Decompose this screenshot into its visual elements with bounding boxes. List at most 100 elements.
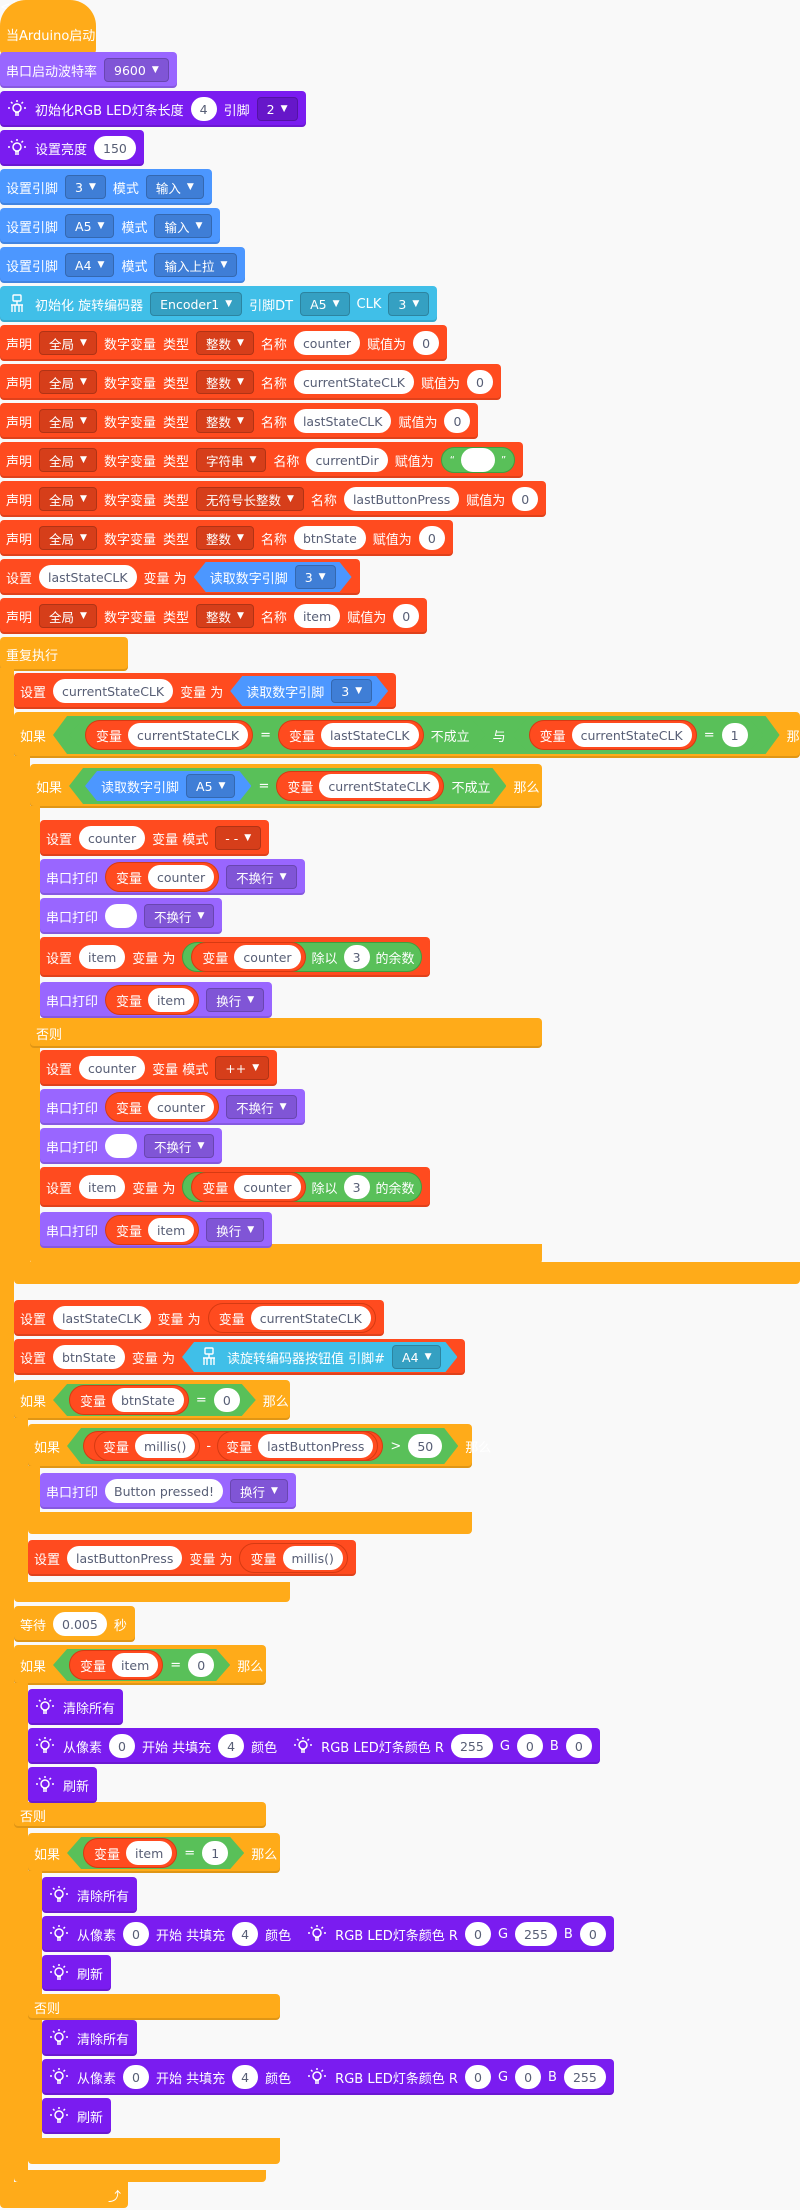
scope-dropdown[interactable]: 全局▼ <box>39 487 97 511</box>
value-input[interactable]: 1 <box>202 1841 228 1865</box>
text-input[interactable]: Button pressed! <box>105 1479 224 1503</box>
scope-dropdown[interactable]: 全局▼ <box>39 370 97 394</box>
var-name-input[interactable]: item <box>148 988 195 1012</box>
start-pixel-input[interactable]: 0 <box>109 1734 136 1758</box>
var-name-input[interactable]: lastButtonPress <box>343 487 460 511</box>
var-name-input[interactable]: lastStateCLK <box>293 409 392 433</box>
green-input[interactable]: 255 <box>515 1922 557 1946</box>
var-name-input[interactable]: lastStateCLK <box>39 565 137 589</box>
var-name-input[interactable]: counter <box>79 1056 146 1080</box>
red-input[interactable]: 255 <box>450 1734 493 1758</box>
pin-mode-block-1[interactable]: 设置引脚 3▼ 模式 输入▼ <box>0 169 212 205</box>
var-name-input[interactable]: btnState <box>53 1345 125 1369</box>
value-input[interactable]: 50 <box>408 1434 442 1458</box>
serial-begin-block[interactable]: 串口启动波特率 9600▼ <box>0 52 177 88</box>
var-name-input[interactable]: currentStateCLK <box>53 679 174 703</box>
var-name-input[interactable]: counter <box>234 1175 301 1199</box>
serial-print-empty-block[interactable]: 串口打印 不换行▼ <box>40 1128 223 1164</box>
led-fill-blue-block[interactable]: 从像素 0 开始 共填充 4 颜色 RGB LED灯条颜色 R 0 G 0 B … <box>42 2059 614 2095</box>
text-input[interactable] <box>105 1134 138 1158</box>
value-input[interactable]: 0 <box>413 331 440 355</box>
pin-dropdown[interactable]: 3▼ <box>65 175 106 199</box>
var-name-input[interactable]: currentStateCLK <box>250 1306 371 1330</box>
var-name-input[interactable]: lastButtonPress <box>67 1546 183 1570</box>
newline-dropdown[interactable]: 不换行▼ <box>144 904 215 928</box>
pin-dropdown[interactable]: A4▼ <box>392 1345 441 1369</box>
mode-dropdown[interactable]: 输入▼ <box>145 175 204 199</box>
string-literal-block[interactable]: “” <box>440 447 516 473</box>
set-laststateclk-block[interactable]: 设置 lastStateCLK 变量 为 读取数字引脚 3▼ <box>0 559 360 595</box>
arduino-start-hat-block[interactable]: 当Arduino启动 <box>0 0 96 54</box>
fill-count-input[interactable]: 4 <box>232 1922 259 1946</box>
wait-block[interactable]: 等待 0.005 秒 <box>14 1606 135 1642</box>
declare-counter-block[interactable]: 声明 全局▼ 数字变量 类型 整数▼ 名称 counter 赋值为 0 <box>0 325 448 361</box>
fill-count-input[interactable]: 4 <box>218 1734 245 1758</box>
start-pixel-input[interactable]: 0 <box>123 2065 150 2089</box>
mode-dropdown[interactable]: 输入上拉▼ <box>154 253 238 277</box>
green-input[interactable]: 0 <box>515 2065 542 2089</box>
scope-dropdown[interactable]: 全局▼ <box>39 526 97 550</box>
digital-read-block[interactable]: 读取数字引脚 3▼ <box>230 676 388 706</box>
scope-dropdown[interactable]: 全局▼ <box>39 448 97 472</box>
var-name-input[interactable]: currentDir <box>306 448 388 472</box>
declare-currentdir-block[interactable]: 声明 全局▼ 数字变量 类型 字符串▼ 名称 currentDir 赋值为 “” <box>0 442 524 478</box>
declare-btnstate-block[interactable]: 声明 全局▼ 数字变量 类型 整数▼ 名称 btnState 赋值为 0 <box>0 520 453 556</box>
text-input[interactable] <box>105 904 138 928</box>
counter-increment-block[interactable]: 设置 counter 变量 模式 ++▼ <box>40 1050 278 1086</box>
blue-input[interactable]: 0 <box>579 1922 606 1946</box>
var-name-input[interactable]: currentStateCLK <box>128 723 248 747</box>
digital-read-block[interactable]: 读取数字引脚 A5▼ <box>85 771 251 801</box>
red-input[interactable]: 0 <box>464 1922 491 1946</box>
fill-count-input[interactable]: 4 <box>232 2065 259 2089</box>
divisor-input[interactable]: 3 <box>343 1175 370 1199</box>
type-dropdown[interactable]: 无符号长整数▼ <box>195 487 304 511</box>
var-name-input[interactable]: lastButtonPress <box>258 1434 373 1458</box>
value-input[interactable]: 1 <box>722 723 748 747</box>
led-fill-green-block[interactable]: 从像素 0 开始 共填充 4 颜色 RGB LED灯条颜色 R 0 G 255 … <box>42 1916 614 1952</box>
read-encoder-button-block[interactable]: 读旋转编码器按钮值 引脚# A4▼ <box>182 1342 457 1372</box>
serial-print-button-block[interactable]: 串口打印 Button pressed! 换行▼ <box>40 1473 296 1509</box>
blue-input[interactable]: 0 <box>565 1734 592 1758</box>
newline-dropdown[interactable]: 换行▼ <box>206 1218 265 1242</box>
pin-dropdown[interactable]: 3▼ <box>331 679 372 703</box>
encoder-dt-dropdown[interactable]: A5▼ <box>300 292 350 316</box>
led-show-block[interactable]: 刷新 <box>42 2098 112 2134</box>
led-show-block[interactable]: 刷新 <box>28 1767 98 1803</box>
type-dropdown[interactable]: 整数▼ <box>195 526 254 550</box>
var-name-input[interactable]: counter <box>148 1095 215 1119</box>
encoder-clk-dropdown[interactable]: 3▼ <box>388 292 430 316</box>
var-name-input[interactable]: item <box>126 1841 172 1865</box>
var-name-input[interactable]: item <box>148 1218 195 1242</box>
scope-dropdown[interactable]: 全局▼ <box>39 331 97 355</box>
red-input[interactable]: 0 <box>464 2065 491 2089</box>
var-name-input[interactable]: item <box>79 945 126 969</box>
var-name-input[interactable]: currentStateCLK <box>319 774 439 798</box>
led-clear-block[interactable]: 清除所有 <box>42 1877 138 1913</box>
